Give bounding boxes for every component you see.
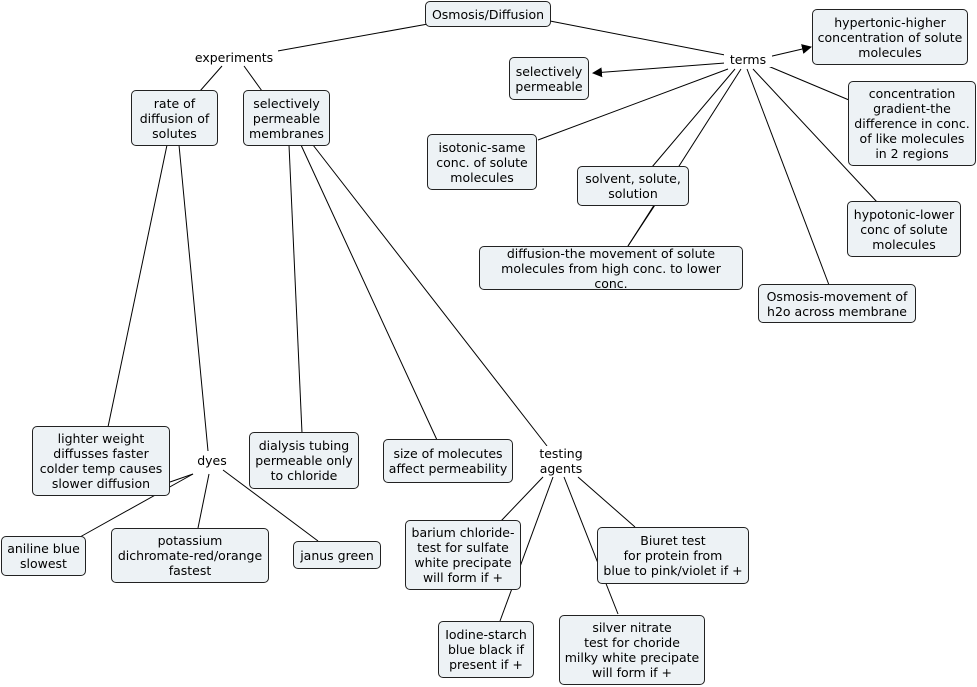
link-terms-isotonic [537, 68, 729, 141]
link-rate-lighter [107, 144, 168, 428]
link-membranes-testing [312, 144, 548, 447]
concept-size-of-molecules[interactable]: size of molecutes affect permeability [383, 439, 513, 483]
concept-aniline-blue[interactable]: aniline blue slowest [1, 536, 86, 576]
concept-concentration-gradient[interactable]: concentration gradient-the difference in… [848, 81, 976, 166]
concept-rate-of-diffusion[interactable]: rate of diffusion of solutes [131, 90, 218, 146]
link-dyes-lighter-right [169, 473, 194, 483]
link-solvent-diffusion [627, 204, 656, 247]
link-terms-solvent [651, 68, 736, 168]
concept-isotonic[interactable]: isotonic-same conc. of solute molecules [427, 134, 537, 190]
concept-barium-chloride[interactable]: barium chloride- test for sulfate white … [405, 520, 521, 590]
link-rate-dyes [178, 144, 209, 452]
concept-selectively-permeable-membranes[interactable]: selectively permeable membranes [243, 90, 330, 146]
link-label-dyes: dyes [192, 453, 232, 468]
link-testing-barium [500, 476, 544, 522]
link-terms-hypertonic [767, 44, 812, 58]
link-testing-silver [563, 476, 619, 615]
concept-dialysis-tubing[interactable]: dialysis tubing permeable only to chlori… [249, 432, 359, 489]
link-dyes-aniline [79, 473, 194, 538]
link-label-terms: terms [724, 52, 772, 67]
link-root-terms [549, 20, 726, 56]
concept-hypotonic[interactable]: hypotonic-lower conc of solute molecules [847, 201, 961, 257]
concept-potassium-dichromate[interactable]: potassium dichromate-red/orange fastest [111, 528, 269, 583]
link-terms-gradient [767, 65, 850, 101]
link-dyes-janus [222, 469, 319, 542]
concept-hypertonic[interactable]: hypertonic-higher concentration of solut… [812, 9, 968, 65]
link-terms-selectively-permeable [592, 62, 726, 78]
concept-solvent[interactable]: solvent, solute, solution [577, 166, 689, 206]
link-terms-osmosis [746, 68, 830, 286]
concept-diffusion-definition[interactable]: diffusion-the movement of solute molecul… [479, 246, 743, 291]
link-terms-hypotonic [752, 68, 878, 203]
link-experiments-membranes [243, 65, 263, 92]
concept-lighter-weight[interactable]: lighter weight diffusses faster colder t… [32, 426, 170, 496]
link-membranes-dialysis [288, 144, 303, 434]
link-root-experiments [271, 23, 429, 53]
concept-silver-nitrate[interactable]: silver nitrate test for choride milky wh… [559, 615, 705, 685]
concept-osmosis-definition[interactable]: Osmosis-movement of h2o across membrane [758, 284, 916, 323]
concept-janus-green[interactable]: janus green [293, 541, 381, 569]
link-label-experiments: experiments [190, 50, 278, 65]
concept-iodine-starch[interactable]: Iodine-starch blue black if present if + [438, 621, 534, 678]
root-concept[interactable]: Osmosis/Diffusion [425, 1, 551, 27]
link-membranes-size [300, 144, 438, 441]
concept-selectively-permeable[interactable]: selectively permeable [509, 57, 589, 100]
concept-biuret-test[interactable]: Biuret test for protein from blue to pin… [597, 527, 749, 584]
link-label-testing-agents: testing agents [532, 446, 590, 476]
link-experiments-rate [199, 65, 223, 92]
link-testing-biuret [577, 476, 636, 528]
link-testing-iodine [499, 476, 554, 622]
link-dyes-potassium [197, 473, 210, 529]
